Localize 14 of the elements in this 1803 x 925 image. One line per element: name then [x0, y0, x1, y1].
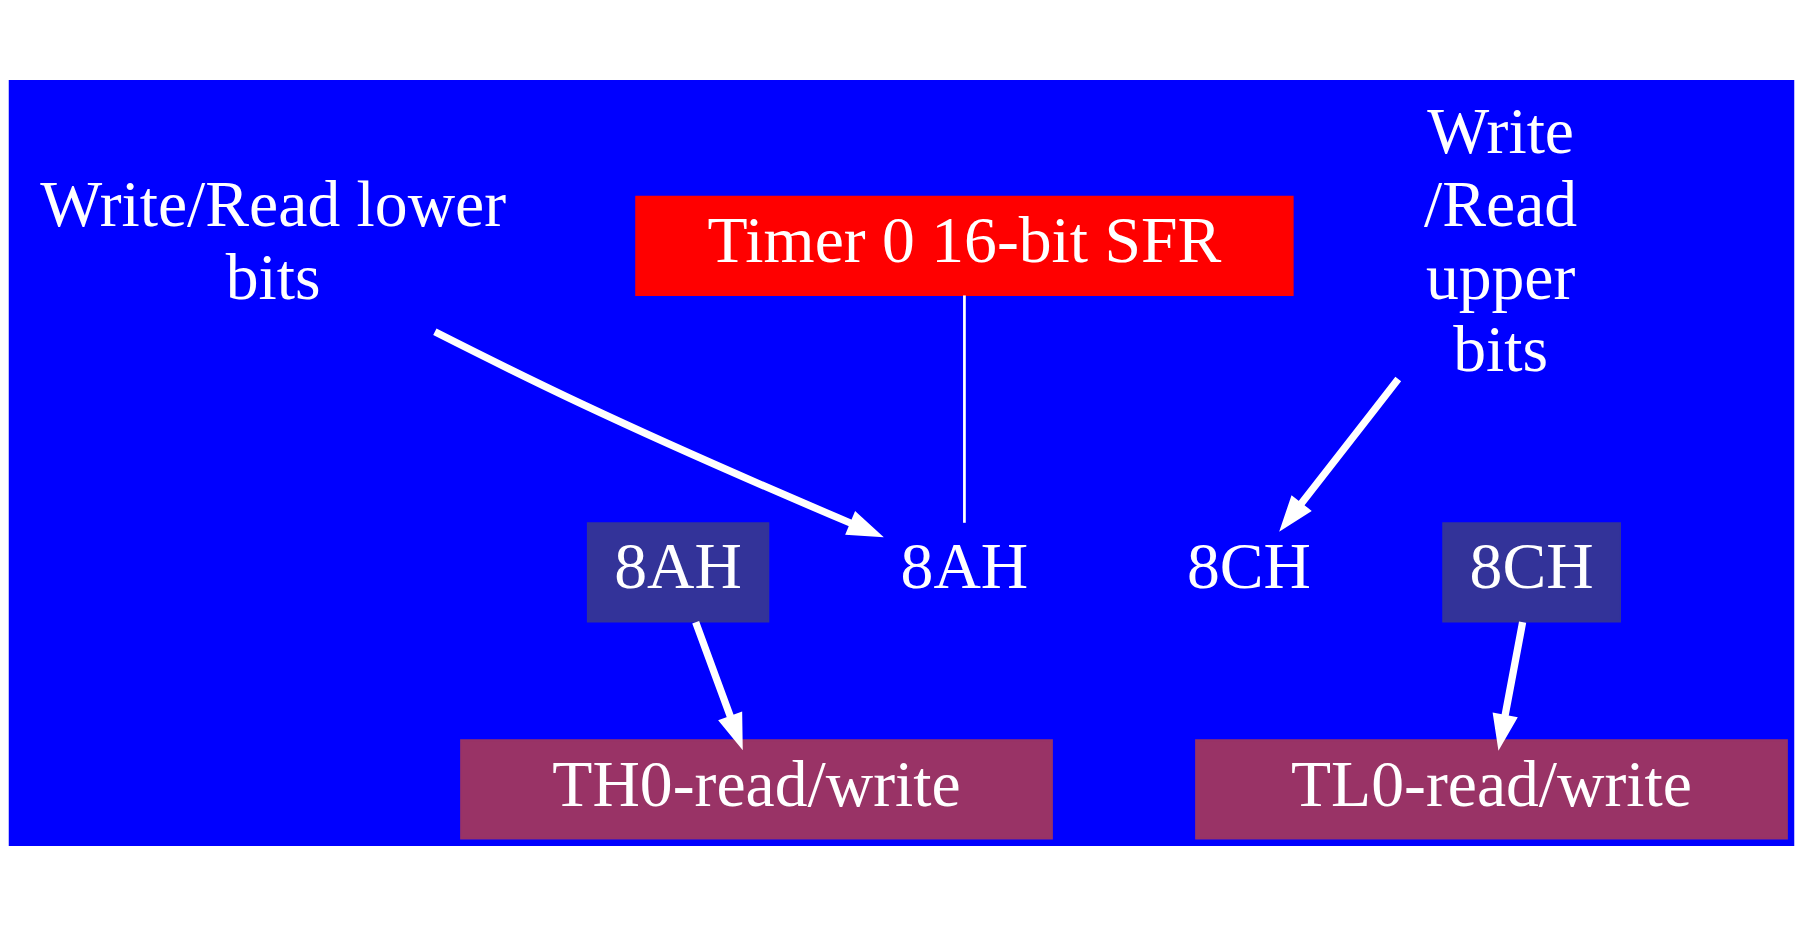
arrow: [1279, 376, 1402, 532]
node-text: Write/Read lower bits: [40, 166, 507, 312]
node-box: 8CH: [1442, 521, 1621, 623]
node-box: 8AH: [586, 521, 770, 623]
node-text: Write /Read upper bits: [1424, 93, 1578, 385]
node-box: TL0-read/write: [1195, 738, 1788, 840]
node-text: 8CH: [1186, 528, 1311, 602]
node-box: Timer 0 16-bit SFR: [635, 195, 1294, 296]
connector: [963, 294, 966, 523]
arrow: [1492, 620, 1527, 751]
arrow: [692, 620, 743, 750]
node-box: TH0-read/write: [460, 738, 1053, 840]
arrow: [433, 328, 884, 537]
node-text: 8AH: [900, 528, 1029, 602]
